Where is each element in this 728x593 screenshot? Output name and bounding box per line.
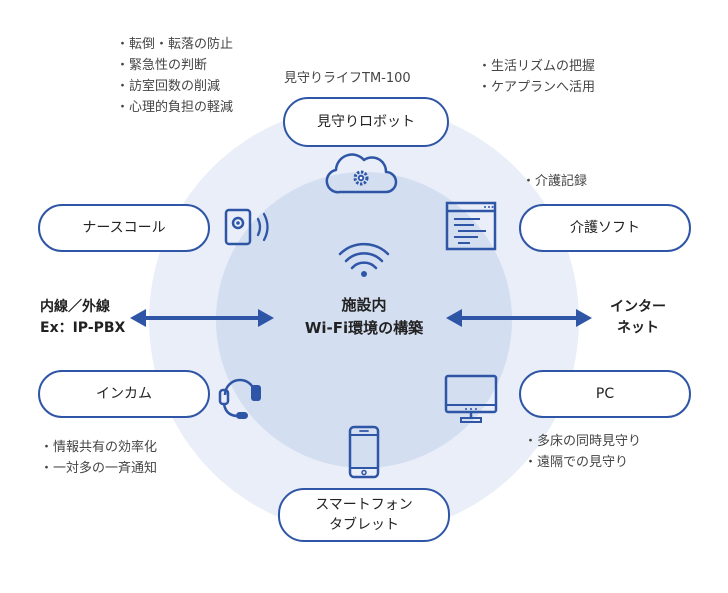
left-link-line1: 内線／外線 (40, 299, 110, 315)
pc-note: 多床の同時見守り (524, 431, 641, 452)
robot-right-notes: 生活リズムの把握 ケアプランへ活用 (478, 56, 595, 98)
left-link-line2: Ex：IP-PBX (40, 320, 126, 336)
robot-product-name: 見守りライフTM-100 (284, 71, 411, 86)
robot-note: 心理的負担の軽減 (116, 97, 233, 118)
center-label: 施設内 Wi-Fi環境の構築 (264, 294, 464, 340)
sensor-device-icon (224, 208, 269, 246)
robot-note: 転倒・転落の防止 (116, 34, 233, 55)
inner-circle (216, 172, 512, 468)
care-software-note: 介護記録 (522, 171, 587, 192)
headset-icon (218, 378, 261, 419)
robot-label: 見守りロボット (317, 114, 415, 130)
robot-note: 緊急性の判断 (116, 55, 233, 76)
cloud-gear-icon (325, 153, 398, 194)
robot-box: 見守りロボット (283, 97, 449, 147)
smartphone-line2: タブレット (329, 517, 399, 533)
intercom-label: インカム (96, 386, 152, 402)
left-arrow (130, 309, 274, 327)
robot-note: ケアプランへ活用 (478, 77, 595, 98)
pc-box: PC (519, 370, 691, 418)
pc-label: PC (595, 386, 615, 402)
software-window-icon (445, 201, 497, 251)
right-link-line2: ネット (617, 320, 659, 336)
care-software-label: 介護ソフト (570, 220, 640, 236)
care-software-box: 介護ソフト (519, 204, 691, 252)
center-line2: Wi-Fi環境の構築 (304, 319, 424, 337)
robot-note: 生活リズムの把握 (478, 56, 595, 77)
care-software-notes: 介護記録 (522, 171, 587, 192)
intercom-box: インカム (38, 370, 210, 418)
right-arrow (446, 309, 592, 327)
center-line1: 施設内 (341, 296, 387, 314)
wifi-icon (338, 242, 390, 277)
intercom-note: 一対多の一斉通知 (40, 458, 157, 479)
left-link-label: 内線／外線 Ex：IP-PBX (40, 297, 125, 339)
smartphone-box: スマートフォン タブレット (278, 488, 450, 542)
robot-note: 訪室回数の削減 (116, 76, 233, 97)
right-link-label: インター ネット (610, 297, 666, 339)
nurse-call-box: ナースコール (38, 204, 210, 252)
smartphone-line1: スマートフォン (315, 497, 413, 513)
pc-note: 遠隔での見守り (524, 452, 641, 473)
monitor-icon (444, 374, 498, 423)
pc-notes: 多床の同時見守り 遠隔での見守り (524, 431, 641, 473)
intercom-note: 情報共有の効率化 (40, 437, 157, 458)
intercom-notes: 情報共有の効率化 一対多の一斉通知 (40, 437, 157, 479)
smartphone-icon (348, 425, 380, 479)
right-link-line1: インター (610, 299, 666, 315)
robot-left-notes: 転倒・転落の防止 緊急性の判断 訪室回数の削減 心理的負担の軽減 (116, 34, 233, 118)
nurse-call-label: ナースコール (82, 220, 166, 236)
